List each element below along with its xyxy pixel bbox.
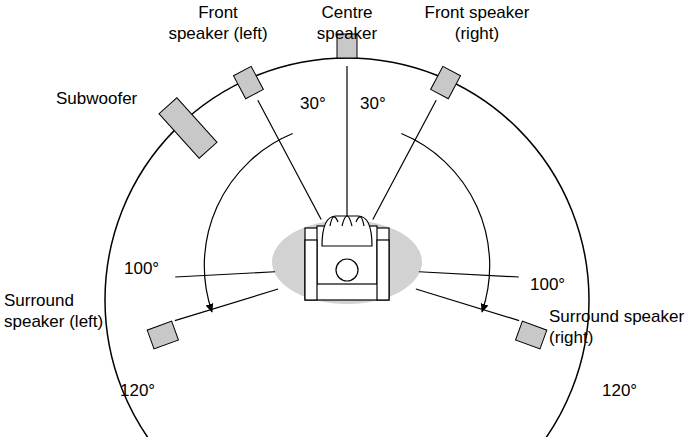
listening-circle [105,58,589,437]
listener-chair [305,216,389,300]
speaker-box [147,321,178,349]
subwoofer-box [159,98,217,159]
direction-line [346,66,347,218]
angle-label: 30° [300,93,340,114]
direction-line [258,100,321,219]
direction-lines [175,66,519,321]
angle-label: 100° [124,258,169,279]
direction-line [373,100,436,219]
speaker-label: Subwoofer [56,88,156,109]
speaker-box [516,321,547,349]
direction-line [175,289,278,321]
angle-arcs [204,134,489,312]
direction-line [419,272,519,277]
speaker-box [233,66,263,98]
angle-arc [204,134,292,312]
speaker-label: Front speaker (left) [168,2,268,44]
angle-label: 120° [120,380,165,401]
speaker-label: Centre speaker [307,2,387,44]
speaker-label: Surround speaker (left) [4,290,134,332]
angle-label: 120° [602,380,647,401]
direction-line [416,289,519,321]
speakers [147,34,547,349]
angle-label: 100° [530,274,575,295]
speaker-label: Surround speaker (right) [549,306,689,348]
angle-arc [401,134,489,312]
speaker-label: Front speaker (right) [422,2,532,44]
angle-label: 30° [360,93,400,114]
speaker-box [431,66,461,98]
direction-line [175,272,275,277]
